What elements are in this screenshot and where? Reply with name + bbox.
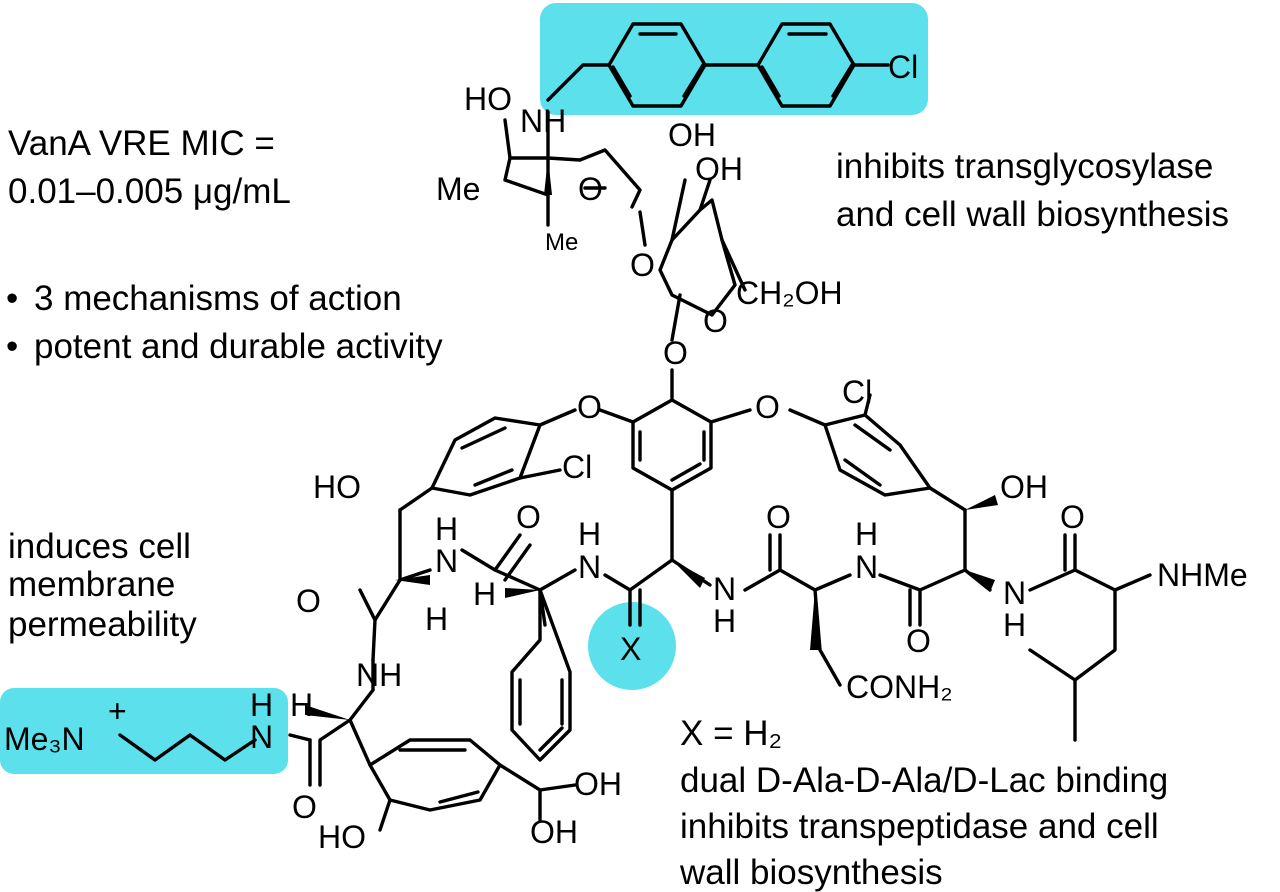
atom-o-ring-sugar: O xyxy=(578,171,603,207)
atom-o-amide-6: O xyxy=(292,789,317,825)
atom-nhme: NHMe xyxy=(1157,557,1248,593)
x-definition: X = H₂ xyxy=(680,714,782,753)
atom-conh2: CONH₂ xyxy=(846,669,953,705)
atom-oh-top-2: OH xyxy=(695,151,743,187)
transglycosylase-line-2: and cell wall biosynthesis xyxy=(836,195,1229,234)
membrane-line-3: permeability xyxy=(8,605,197,644)
atom-ho-sugar: HO xyxy=(464,81,512,117)
atom-h-amide-4: H xyxy=(855,516,878,552)
atom-n-amide-1: N xyxy=(435,543,458,579)
atom-oh-right: OH xyxy=(1000,469,1048,505)
bullet-1-symbol: • xyxy=(6,279,18,318)
atom-cl-left: Cl xyxy=(562,449,592,485)
atom-nh-sugar: NH xyxy=(520,103,566,139)
atom-oh-phenol-2: OH xyxy=(530,814,578,850)
atom-o-glucose-ring: O xyxy=(703,303,728,339)
atom-o-glycoside: O xyxy=(630,247,655,283)
atom-plus: + xyxy=(108,693,127,729)
atom-nme3: Me₃N xyxy=(4,721,85,757)
bullet-1-text: 3 mechanisms of action xyxy=(34,279,402,318)
atom-h-amide-3: H xyxy=(713,603,736,639)
bullet-2-text: potent and durable activity xyxy=(34,327,443,366)
mic-line-2: 0.01–0.005 μg/mL xyxy=(8,172,291,211)
atom-o-ether-left: O xyxy=(577,389,602,425)
x-position-highlight xyxy=(588,602,676,690)
binding-line-3: wall biosynthesis xyxy=(679,853,943,892)
atom-o-amide-1: O xyxy=(516,499,541,535)
atom-h-amide-2: H xyxy=(578,516,601,552)
binding-line-1: dual D-Ala-D-Ala/D-Lac binding xyxy=(680,761,1168,800)
atom-ho-phenol: HO xyxy=(318,819,366,855)
transglycosylase-line-1: inhibits transglycosylase xyxy=(836,147,1213,186)
atom-o-left: O xyxy=(296,583,321,619)
atom-cl-right: Cl xyxy=(842,374,872,410)
atom-ch2oh: CH₂OH xyxy=(736,275,843,311)
atom-ho-left: HO xyxy=(313,469,361,505)
biphenyl-highlight xyxy=(540,3,928,115)
atom-n-amide-2: N xyxy=(578,549,601,585)
atom-n-amide-6: N xyxy=(250,719,273,755)
atom-o-ether-right: O xyxy=(755,389,780,425)
atom-me-sugar: Me xyxy=(436,171,480,207)
atom-n-amide-4: N xyxy=(855,549,878,585)
atom-o-aryl: O xyxy=(663,335,688,371)
membrane-line-1: induces cell xyxy=(8,527,191,566)
atom-o-amide-3: O xyxy=(766,499,791,535)
atom-h-alpha-2: H xyxy=(425,601,448,637)
membrane-line-2: membrane xyxy=(8,565,175,604)
atom-oh-phenol-1: OH xyxy=(574,766,622,802)
atom-h-amide-5: H xyxy=(1003,607,1026,643)
bullet-2-symbol: • xyxy=(6,327,18,366)
stereo-wedges xyxy=(305,158,998,720)
atom-n-amide-5: N xyxy=(1003,575,1026,611)
atom-nh-macro: NH xyxy=(356,657,402,693)
atom-h-alpha-1: H xyxy=(473,576,496,612)
atom-o-amide-5: O xyxy=(1060,499,1085,535)
mic-line-1: VanA VRE MIC = xyxy=(8,124,275,163)
atom-cl-biphenyl: Cl xyxy=(888,49,918,85)
binding-line-2: inhibits transpeptidase and cell xyxy=(680,807,1159,846)
atom-labels: Cl HO NH OH OH Me O Me O CH₂OH O O O O C… xyxy=(4,49,1248,855)
atom-me-sugar-2: Me xyxy=(545,229,578,256)
atom-h-alpha-3: H xyxy=(290,687,313,723)
atom-o-amide-4: O xyxy=(906,623,931,659)
atom-x: X xyxy=(620,631,641,667)
atom-h-amide-6: H xyxy=(250,687,273,723)
atom-oh-top-1: OH xyxy=(668,117,716,153)
atom-h-amide-1: H xyxy=(435,511,458,547)
atom-n-amide-3: N xyxy=(713,571,736,607)
